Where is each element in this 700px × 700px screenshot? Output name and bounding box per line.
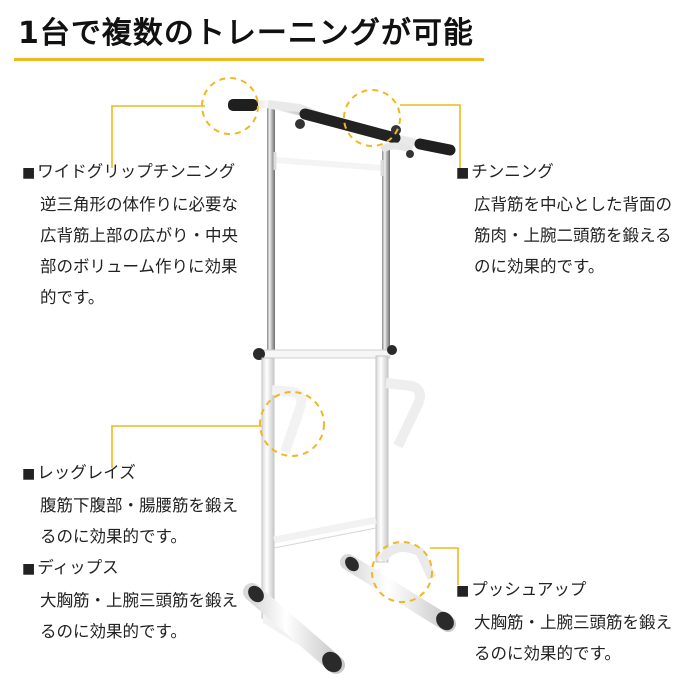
feature-line: るのに効果的です。 [474, 644, 621, 663]
feature-chinning: ■チンニング 広背筋を中心とした背面の 筋肉・上腕二頭筋を鍛える のに効果的です… [456, 156, 672, 282]
bullet-square-icon: ■ [456, 583, 470, 599]
feature-line: 広背筋上部の広がり・中央 [40, 226, 238, 245]
feature-heading: ディップス [37, 558, 119, 577]
feature-line: るのに効果的です。 [40, 527, 187, 546]
push-up-handle [378, 543, 437, 580]
feature-line: 逆三角形の体作りに必要な [40, 195, 238, 214]
feature-line: るのに効果的です。 [40, 622, 187, 641]
dip-handle-left [271, 385, 307, 454]
highlight-circle-wide-grip [201, 77, 259, 135]
feature-push-up: ■プッシュアップ 大胸筋・上腕三頭筋を鍛え るのに効果的です。 [456, 574, 672, 669]
right-chrome-upright [382, 150, 390, 355]
feature-heading: レッグレイズ [37, 463, 136, 482]
feature-wide-grip-chinning: ■ワイドグリップチンニング 逆三角形の体作りに必要な 広背筋上部の広がり・中央 … [22, 156, 238, 313]
feature-line: 筋肉・上腕二頭筋を鍛える [474, 226, 672, 245]
feature-line: 広背筋を中心とした背面の [474, 195, 672, 214]
highlight-circle-leg-raise [259, 391, 325, 457]
feature-line: のに効果的です。 [474, 257, 605, 276]
feature-heading: ワイドグリップチンニング [37, 162, 236, 181]
feature-dips: ■ディップス 大胸筋・上腕三頭筋を鍛え るのに効果的です。 [22, 552, 238, 647]
highlight-circle-chinning [343, 89, 401, 147]
left-white-upright [261, 357, 275, 619]
page-title: 1台で複数のトレーニングが可能 [18, 16, 474, 51]
chinning-bar-grip [299, 108, 401, 144]
feature-line: 大胸筋・上腕三頭筋を鍛え [474, 613, 672, 632]
callout-lines [111, 104, 461, 585]
right-white-upright [375, 355, 389, 563]
left-base-foot [243, 583, 345, 674]
feature-line: 部のボリューム作りに効果 [40, 257, 238, 276]
dip-handle-right [385, 378, 425, 449]
title-underline [14, 58, 484, 61]
feature-leg-raise: ■レッグレイズ 腹筋下腹部・腸腰筋を鍛え るのに効果的です。 [22, 457, 238, 552]
bullet-square-icon: ■ [22, 165, 36, 181]
feature-line: 腹筋下腹部・腸腰筋を鍛え [40, 496, 238, 515]
right-base-foot [340, 554, 456, 632]
bullet-square-icon: ■ [22, 466, 36, 482]
feature-heading: プッシュアップ [471, 580, 587, 599]
wide-grip-left-handle [228, 99, 258, 111]
wide-grip-right-handle [414, 138, 456, 156]
bullet-square-icon: ■ [456, 165, 470, 181]
left-chrome-upright [267, 103, 275, 353]
feature-line: 大胸筋・上腕三頭筋を鍛え [40, 591, 238, 610]
feature-line: 的です。 [40, 288, 105, 307]
highlight-circle-push-up [371, 541, 433, 603]
feature-heading: チンニング [471, 162, 554, 181]
bullet-square-icon: ■ [22, 561, 36, 577]
